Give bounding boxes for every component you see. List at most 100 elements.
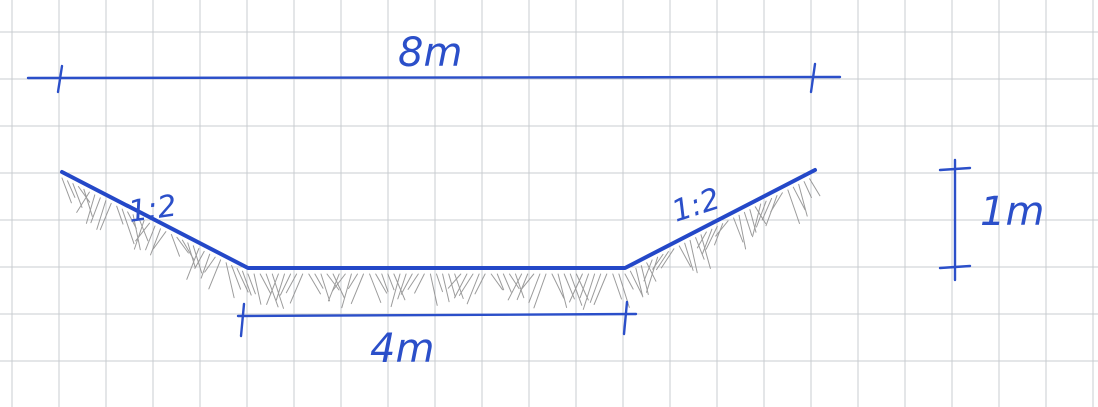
hatch-stroke (792, 186, 806, 211)
hatch-stroke (138, 217, 149, 242)
hatch-stroke (375, 273, 388, 294)
hatch-stroke (99, 202, 112, 231)
hatch-stroke (152, 231, 167, 250)
hatch-stroke (242, 270, 252, 296)
hatch-stroke (225, 262, 235, 299)
hatch-stroke (132, 214, 141, 251)
hatch-stroke (519, 273, 535, 292)
hatch-stroke (756, 200, 767, 228)
hatch-stroke (770, 192, 783, 213)
hatch-stroke (61, 177, 72, 204)
hatch-stroke (176, 236, 189, 254)
hatch-stroke (253, 273, 262, 305)
hatch-stroke (266, 273, 279, 305)
hatch-stroke (135, 222, 150, 242)
hatch-stroke (557, 273, 568, 308)
hatch-stroke (502, 273, 512, 293)
bottom-width-label: 4m (370, 326, 434, 372)
hatch-stroke (76, 191, 90, 213)
hatch-stroke (569, 273, 583, 306)
hatch-stroke (761, 197, 773, 221)
hatch-stroke (77, 186, 91, 203)
hatch-stroke (194, 250, 205, 269)
hatch-stroke (454, 273, 468, 299)
hatch-stroke (684, 242, 694, 271)
hatch-stroke (326, 273, 340, 291)
hatch-stroke (689, 239, 698, 274)
hatch-stroke (624, 273, 634, 290)
hatch-stroke (646, 262, 657, 282)
hatch-stroke (231, 265, 242, 290)
hatch-stroke (390, 273, 401, 308)
hatch-stroke (85, 194, 96, 224)
hatch-stroke (515, 273, 525, 299)
hatch-stroke (369, 273, 382, 303)
hatch-stroke (635, 267, 644, 298)
hatch-stroke (414, 273, 425, 294)
hatch-stroke (803, 181, 812, 198)
hatch-stroke (279, 273, 292, 296)
hatch-stroke (809, 178, 821, 197)
hatch-stroke (509, 273, 520, 290)
hatch-stroke (629, 270, 643, 296)
hatch-stroke (582, 273, 596, 310)
hatch-stroke (743, 211, 753, 236)
hatch-stroke (436, 273, 443, 293)
hatch-stroke (733, 217, 744, 243)
hatch-stroke (186, 248, 200, 280)
hatch-stroke (656, 251, 669, 271)
hatch-stroke (187, 242, 196, 268)
hatch-stroke (516, 273, 529, 301)
hatch-stroke (787, 189, 800, 224)
hatch-stroke (533, 273, 547, 309)
hatch-stroke (393, 273, 406, 301)
hatch-stroke (192, 245, 203, 274)
hatch-stroke (447, 273, 462, 289)
hatch-stroke (643, 259, 653, 282)
hatch-stroke (454, 273, 464, 299)
hatch-stroke (341, 273, 352, 309)
hatch-stroke (400, 273, 413, 295)
hatch-stroke (387, 273, 395, 291)
hatch-stroke (701, 228, 713, 255)
hatch-stroke (466, 273, 480, 305)
hatch-stroke (551, 273, 565, 299)
hatch-stroke (116, 205, 124, 225)
hatch-stroke (90, 197, 101, 224)
hatch-stroke (429, 273, 438, 306)
hatch-stroke (660, 248, 675, 269)
hatch-stroke (738, 214, 747, 250)
hatch-stroke (652, 253, 664, 270)
top-width-label: 8m (398, 30, 462, 76)
hatch-stroke (308, 273, 321, 295)
hatch-stroke (705, 225, 718, 250)
hatch-stroke (350, 273, 364, 305)
hatch-stroke (695, 237, 705, 260)
hatch-stroke (575, 273, 589, 301)
hatch-stroke (332, 273, 345, 299)
depth-dimension (938, 158, 972, 282)
hatch-stroke (458, 273, 474, 296)
hatch-stroke (700, 234, 711, 269)
hatch-stroke (259, 273, 272, 295)
hatch-stroke (332, 273, 346, 292)
hatch-stroke (381, 273, 389, 293)
hatch-stroke (715, 220, 729, 237)
hatch-stroke (442, 273, 450, 303)
hatch-stroke (448, 273, 456, 298)
hatch-stroke (145, 225, 156, 251)
hatch-stroke (348, 273, 358, 289)
hatch-stroke (496, 273, 505, 291)
hatch-stroke (127, 211, 137, 229)
hatch-stroke (612, 273, 622, 300)
hatch-stroke (204, 256, 216, 273)
hatch-stroke (579, 273, 589, 299)
hatch-stroke (798, 183, 808, 217)
hatch-stroke (593, 273, 608, 305)
hatch-stroke (397, 273, 407, 300)
hatch-stroke (528, 273, 541, 304)
channel-profile-line (60, 168, 817, 270)
hatch-stroke (67, 180, 76, 198)
